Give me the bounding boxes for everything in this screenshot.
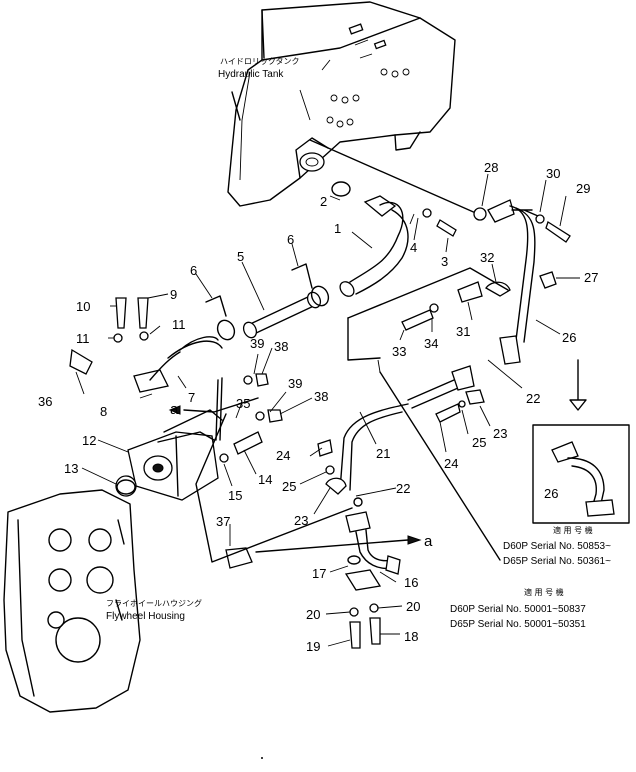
label-part-11a: 11 xyxy=(76,331,90,346)
label-part-9: 9 xyxy=(170,287,177,302)
flywheel-housing xyxy=(3,489,141,713)
label-part-37: 37 xyxy=(216,514,230,529)
o-ring-2 xyxy=(331,181,351,197)
label-part-11b: 11 xyxy=(172,317,186,332)
down-arrow xyxy=(569,359,587,411)
hose-21 xyxy=(317,365,485,507)
flywheel-housing-label-en: Flywheel Housing xyxy=(106,611,185,622)
label-part-12: 12 xyxy=(82,433,96,448)
label-part-26: 26 xyxy=(562,330,576,345)
label-part-6a: 6 xyxy=(190,263,197,278)
label-part-25a: 25 xyxy=(282,479,296,494)
part-number-labels: 1 2 3 4 5 6 6 7 8 9 10 11 11 12 13 14 15… xyxy=(38,160,598,654)
hose-5 xyxy=(205,263,330,341)
inset-pipe-26 xyxy=(532,359,630,524)
o-ring-13 xyxy=(116,479,136,495)
label-part-32: 32 xyxy=(480,250,494,265)
label-part-36: 36 xyxy=(38,394,52,409)
label-part-6b: 6 xyxy=(287,232,294,247)
label-part-18: 18 xyxy=(404,629,418,644)
ref-mark-a-right: a xyxy=(424,533,433,550)
label-part-20b: 20 xyxy=(406,599,420,614)
callout-bracket-26 xyxy=(347,267,509,319)
inset-serial-line-2: D65P Serial No. 50361~ xyxy=(503,556,611,567)
label-part-24b: 24 xyxy=(444,456,458,471)
label-part-29: 29 xyxy=(576,181,590,196)
label-part-26-inset: 26 xyxy=(544,486,558,501)
label-part-7: 7 xyxy=(188,390,195,405)
label-part-5: 5 xyxy=(237,249,244,264)
hydraulic-tank xyxy=(227,1,456,207)
fasteners-38-39 xyxy=(243,373,283,423)
label-part-25b: 25 xyxy=(472,435,486,450)
label-part-27: 27 xyxy=(584,270,598,285)
leader-serial xyxy=(379,371,501,561)
label-part-34: 34 xyxy=(424,336,438,351)
label-part-30: 30 xyxy=(546,166,560,181)
hose-assembly-1 xyxy=(309,139,479,297)
label-part-33: 33 xyxy=(392,344,406,359)
label-part-21: 21 xyxy=(376,446,390,461)
main-serial-line-2: D65P Serial No. 50001~50351 xyxy=(450,619,586,630)
label-part-16: 16 xyxy=(404,575,418,590)
label-part-28: 28 xyxy=(484,160,498,175)
clamp-31-32 xyxy=(401,281,511,331)
label-part-39a: 39 xyxy=(250,336,264,351)
label-part-17: 17 xyxy=(312,566,326,581)
label-part-4: 4 xyxy=(410,240,417,255)
tank-leader xyxy=(231,91,241,121)
main-serial-line-1: D60P Serial No. 50001~50837 xyxy=(450,604,586,615)
label-part-31: 31 xyxy=(456,324,470,339)
label-part-22a: 22 xyxy=(396,481,410,496)
cover-12 xyxy=(115,377,263,501)
hydraulic-tank-label-jp: ハイドロリックタンク xyxy=(220,57,300,66)
inset-serial-line-1: D60P Serial No. 50853~ xyxy=(503,541,611,552)
flywheel-housing-label-jp: フライホイールハウジング xyxy=(106,598,202,608)
label-part-20a: 20 xyxy=(306,607,320,622)
label-part-15: 15 xyxy=(228,488,242,503)
label-part-23b: 23 xyxy=(493,426,507,441)
label-part-8: 8 xyxy=(100,404,107,419)
label-part-10: 10 xyxy=(76,299,90,314)
label-part-38a: 38 xyxy=(274,339,288,354)
label-part-3: 3 xyxy=(441,254,448,269)
label-part-13: 13 xyxy=(64,461,78,476)
label-part-14: 14 xyxy=(258,472,272,487)
pipe-26 xyxy=(473,199,571,365)
label-part-38b: 38 xyxy=(314,389,328,404)
leader-lines xyxy=(75,173,580,647)
ref-mark-a-left: a xyxy=(170,401,179,418)
label-part-1: 1 xyxy=(334,221,341,236)
hose-7 xyxy=(69,297,223,393)
label-part-39b: 39 xyxy=(288,376,302,391)
main-serial-heading: 適 用 号 機 xyxy=(524,587,564,597)
hydraulic-tank-label-en: Hydraulic Tank xyxy=(218,69,284,80)
clip-37 xyxy=(225,547,253,569)
label-part-22b: 22 xyxy=(526,391,540,406)
pipe-16 xyxy=(344,511,401,649)
label-part-35: 35 xyxy=(236,396,250,411)
label-part-19: 19 xyxy=(306,639,320,654)
label-part-2: 2 xyxy=(320,194,327,209)
inset-serial-heading: 適 用 号 機 xyxy=(553,525,593,535)
label-part-23a: 23 xyxy=(294,513,308,528)
label-part-24a: 24 xyxy=(276,448,290,463)
